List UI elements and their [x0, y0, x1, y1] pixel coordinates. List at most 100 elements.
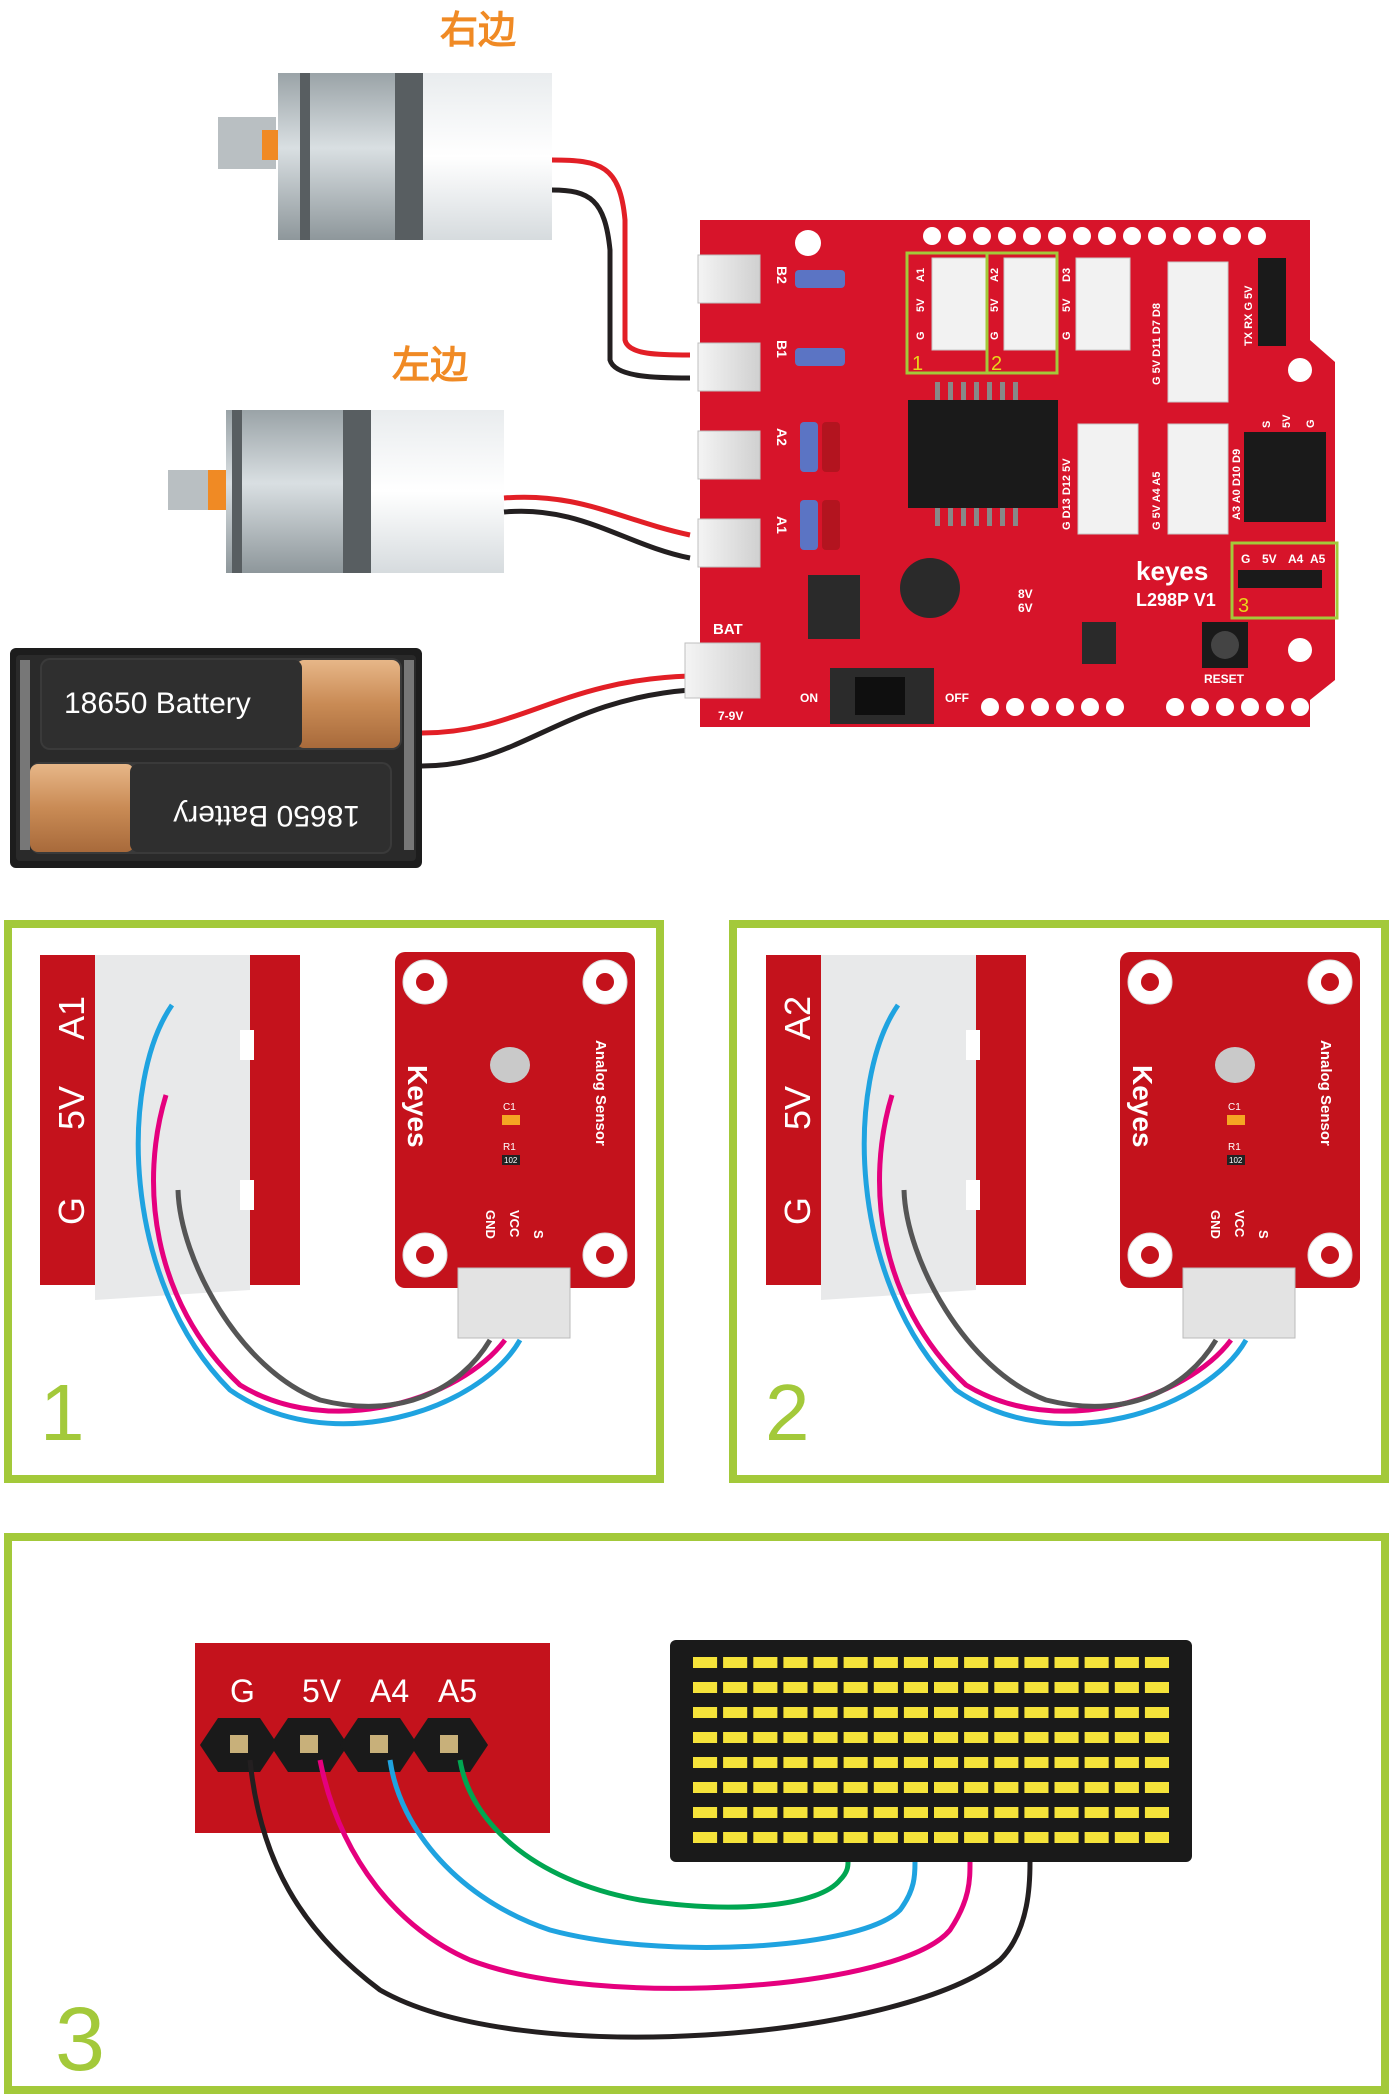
led-dot: [813, 1782, 838, 1793]
battery-cell-top-label: 18650 Battery: [64, 687, 251, 720]
led-dot: [1144, 1732, 1169, 1743]
board-bat-voltage: 7-9V: [718, 709, 743, 723]
led-dot: [994, 1707, 1019, 1718]
led-dot: [934, 1757, 959, 1768]
board-hdr-g: G: [1305, 419, 1317, 428]
led-dot: [994, 1757, 1019, 1768]
board-hdr-a2-5v: 5V: [989, 298, 1001, 312]
panel-1-pin-5v: 5V: [51, 1086, 92, 1130]
board-port-a1: A1: [774, 516, 790, 534]
led-dot: [1114, 1757, 1139, 1768]
panel-3-wires: [247, 1759, 1033, 2040]
led-dot: [934, 1707, 959, 1718]
led-dot: [693, 1757, 718, 1768]
led-dot: [1054, 1832, 1079, 1843]
led-dot: [903, 1782, 928, 1793]
panel-2-pin-a2: A2: [777, 996, 818, 1040]
board-hdr-tx: TX RX G 5V: [1243, 285, 1255, 346]
battery-wires: [421, 673, 691, 769]
board-hdr-d3-5v: 5V: [1061, 298, 1073, 312]
led-dot: [1024, 1807, 1049, 1818]
battery-cell-bottom-label: 18650 Battery: [173, 799, 360, 832]
led-dot: [1114, 1682, 1139, 1693]
board-hdr-a1-5v: 5V: [915, 298, 927, 312]
panel-2-pin-g: G: [777, 1197, 818, 1225]
led-dot: [903, 1707, 928, 1718]
led-dot: [753, 1707, 778, 1718]
led-dot: [1084, 1732, 1109, 1743]
panel-3-pin-a4: A4: [370, 1673, 409, 1709]
board-6v: 6V: [1018, 601, 1033, 615]
led-dot: [753, 1732, 778, 1743]
led-dot: [753, 1657, 778, 1668]
board-box-1: 1: [912, 353, 923, 375]
board-hdr-a1-a1: A1: [915, 268, 927, 282]
led-dot: [783, 1782, 808, 1793]
board-hdr-a2-a2: A2: [989, 268, 1001, 282]
panel-1: [4, 920, 664, 1483]
led-dot: [843, 1682, 868, 1693]
board-switch-off: OFF: [945, 691, 969, 705]
panel-2-c1: C1: [1228, 1102, 1241, 1113]
led-dot: [723, 1782, 748, 1793]
led-dot: [783, 1757, 808, 1768]
panel-2-module-brand: Keyes: [1127, 1065, 1158, 1148]
led-dot: [873, 1732, 898, 1743]
led-dot: [934, 1657, 959, 1668]
led-dot: [693, 1732, 718, 1743]
led-dot: [1114, 1832, 1139, 1843]
led-dot: [723, 1832, 748, 1843]
led-dot: [1024, 1732, 1049, 1743]
led-dot: [1024, 1832, 1049, 1843]
panel-2-pin-5v: 5V: [777, 1086, 818, 1130]
led-dot: [783, 1657, 808, 1668]
led-dot: [1054, 1682, 1079, 1693]
board-hdr-d8: G 5V D11 D7 D8: [1151, 303, 1163, 385]
motor-shield-board: [684, 220, 1335, 727]
led-dot: [1084, 1757, 1109, 1768]
led-dot: [934, 1832, 959, 1843]
board-i2c-g: G: [1241, 552, 1250, 566]
led-dot: [903, 1657, 928, 1668]
led-dot: [723, 1807, 748, 1818]
led-dot: [693, 1782, 718, 1793]
led-dot: [1144, 1832, 1169, 1843]
panel-3-number: 3: [55, 1990, 105, 2090]
board-switch-on: ON: [800, 691, 818, 705]
panel-1-pin-a1: A1: [51, 996, 92, 1040]
panel-1-pin-vcc: VCC: [507, 1210, 522, 1238]
led-dot: [813, 1682, 838, 1693]
panel-2-r-code: 102: [1229, 1156, 1243, 1165]
led-dot: [843, 1757, 868, 1768]
led-dot: [1024, 1682, 1049, 1693]
panel-3-pin-5v: 5V: [302, 1673, 342, 1709]
led-dot: [813, 1757, 838, 1768]
led-dot: [723, 1682, 748, 1693]
led-dot: [753, 1682, 778, 1693]
panel-1-module-name: Analog Sensor: [592, 1040, 609, 1146]
led-dot: [843, 1807, 868, 1818]
led-dot: [1114, 1782, 1139, 1793]
led-dot: [723, 1757, 748, 1768]
led-dot: [934, 1807, 959, 1818]
board-hdr-s: S: [1261, 421, 1273, 428]
led-dot: [843, 1782, 868, 1793]
led-dot: [1084, 1657, 1109, 1668]
led-dot: [843, 1657, 868, 1668]
board-i2c-a5: A5: [1310, 552, 1326, 566]
led-dot: [783, 1707, 808, 1718]
led-dot: [1054, 1807, 1079, 1818]
led-dot: [1114, 1657, 1139, 1668]
led-dot: [1084, 1832, 1109, 1843]
led-dot: [1084, 1782, 1109, 1793]
panel-1-module-brand: Keyes: [402, 1065, 433, 1148]
led-dot: [1144, 1657, 1169, 1668]
board-i2c-a4: A4: [1288, 552, 1304, 566]
led-dot: [1144, 1807, 1169, 1818]
led-dot: [1114, 1707, 1139, 1718]
led-dot: [1024, 1757, 1049, 1768]
led-dot: [903, 1682, 928, 1693]
led-dot: [964, 1832, 989, 1843]
led-dot: [1054, 1732, 1079, 1743]
